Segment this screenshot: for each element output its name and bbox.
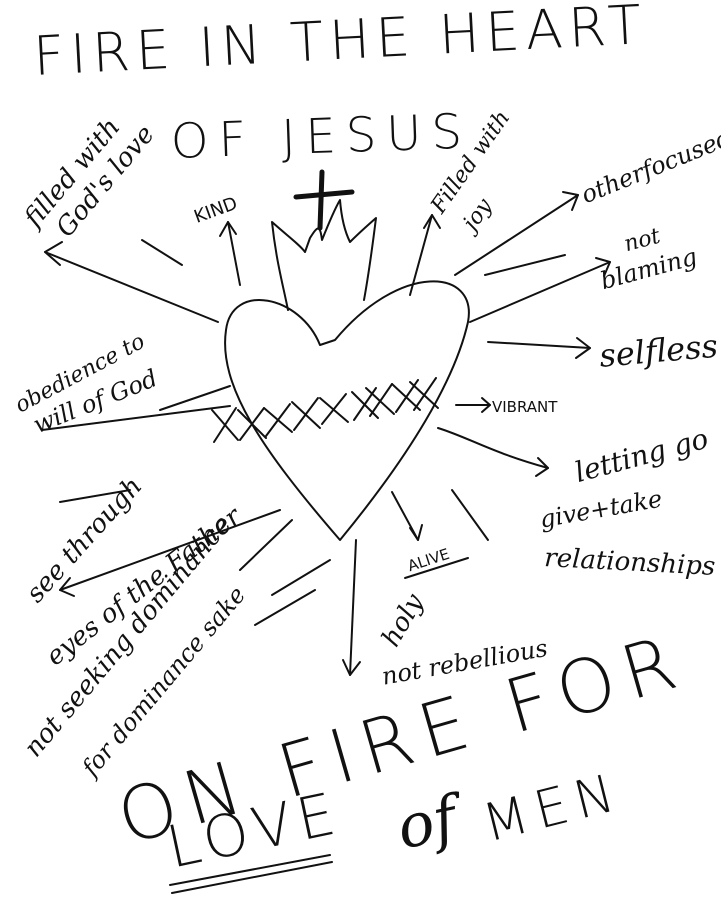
label-selfless: selfless [597,326,720,375]
radiating-arrows [41,191,611,676]
label-vibrant: VIBRANT [492,398,558,416]
heart-x-marks [211,377,439,443]
love-underline-1 [169,854,331,886]
bottom-of: of [390,782,463,864]
title-line-2: OF JESUS [169,103,473,170]
heart-outline [224,280,470,541]
love-underline-2 [171,861,333,894]
heart-flames [271,199,377,311]
alive-underline [404,557,469,579]
cross-icon [293,169,355,231]
